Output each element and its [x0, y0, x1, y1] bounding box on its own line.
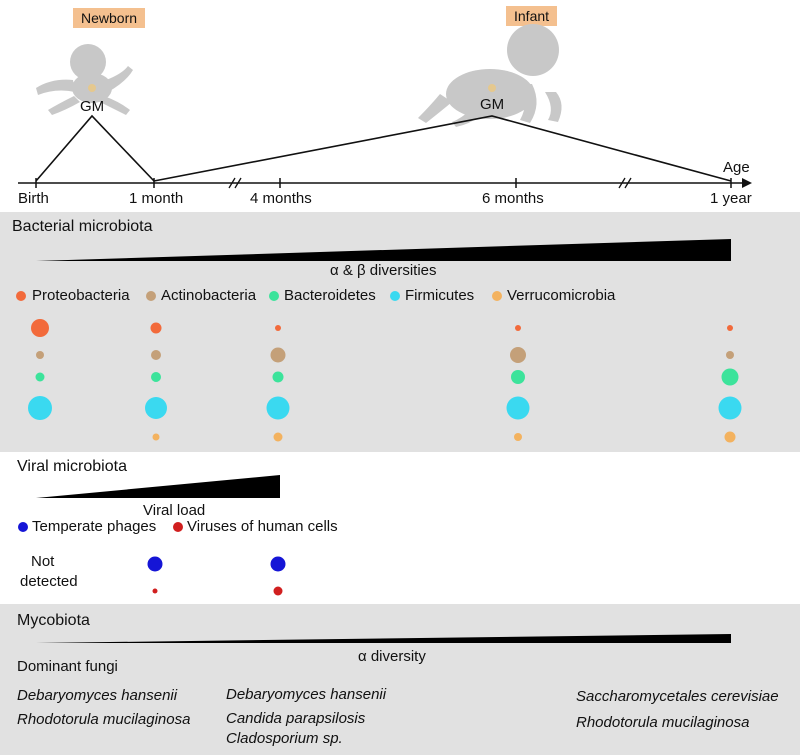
legend-verrucomicrobia: Verrucomicrobia	[507, 287, 616, 304]
tick-1-month: 1 month	[129, 190, 184, 207]
infant-tag: Infant	[506, 6, 558, 26]
bacterial-bubbles	[28, 319, 742, 443]
legend-dot-bacteroidetes	[269, 291, 279, 301]
tick-1-year: 1 year	[710, 190, 752, 207]
bubble-proteobacteria	[150, 322, 162, 334]
bubbles-4-months	[266, 325, 290, 442]
tick-6-months: 6 months	[482, 190, 544, 207]
axis-ticks	[35, 178, 732, 188]
infant-peak	[153, 115, 732, 182]
bubble-bacteroidetes	[721, 368, 739, 386]
infant-baby-icon	[418, 24, 562, 127]
bubble-actinobacteria	[510, 347, 526, 363]
gm-label-newborn: GM	[80, 98, 105, 115]
newborn-peak	[35, 114, 155, 182]
dominant-fungi-label: Dominant fungi	[17, 658, 118, 675]
viral-bubbles-1-month	[147, 556, 163, 594]
newborn-baby-icon	[36, 44, 133, 115]
bubble-temperate-phages	[147, 556, 163, 572]
bubble-firmicutes	[266, 396, 290, 420]
bubble-actinobacteria	[151, 350, 161, 360]
bubble-proteobacteria	[727, 325, 733, 331]
gm-label-infant: GM	[480, 96, 505, 113]
legend-bacteroidetes: Bacteroidetes	[284, 287, 376, 304]
bubble-human-viruses	[273, 586, 283, 596]
legend-proteobacteria: Proteobacteria	[32, 287, 130, 304]
newborn-tag: Newborn	[73, 8, 146, 28]
age-axis-label: Age	[723, 159, 750, 176]
legend-firmicutes: Firmicutes	[405, 287, 475, 304]
bubble-verrucomicrobia	[152, 433, 160, 441]
legend-human-viruses: Viruses of human cells	[187, 518, 338, 535]
infant-gm-icon	[488, 84, 496, 92]
fungi-col3-1: Saccharomycetales cerevisiae	[576, 688, 779, 705]
bubble-actinobacteria	[270, 347, 286, 363]
bubble-bacteroidetes	[272, 371, 284, 383]
bubble-bacteroidetes	[151, 372, 161, 382]
bubble-human-viruses	[152, 588, 158, 594]
legend-dot-firmicutes	[390, 291, 400, 301]
bacterial-gradient-label: α & β diversities	[330, 262, 437, 279]
legend-dot-human-viruses	[173, 522, 183, 532]
bubbles-birth	[28, 319, 52, 420]
viral-bubbles	[147, 556, 286, 596]
bacterial-legend: Proteobacteria Actinobacteria Bacteroide…	[0, 287, 800, 307]
myco-gradient-label: α diversity	[358, 648, 426, 665]
bacterial-title: Bacterial microbiota	[12, 218, 153, 235]
viral-legend: Temperate phages Viruses of human cells	[0, 518, 800, 538]
axis-break-2	[618, 177, 632, 189]
bubble-firmicutes	[718, 396, 742, 420]
bubble-proteobacteria	[275, 325, 281, 331]
newborn-gm-icon	[88, 84, 96, 92]
legend-dot-actinobacteria	[146, 291, 156, 301]
viral-bubbles-4-months	[270, 556, 286, 596]
bubbles-1-year	[718, 325, 742, 443]
viral-load-wedge	[36, 475, 280, 498]
legend-dot-proteobacteria	[16, 291, 26, 301]
legend-temperate-phages: Temperate phages	[32, 518, 157, 535]
bubble-bacteroidetes	[511, 370, 525, 384]
bubble-actinobacteria	[36, 351, 44, 359]
bubbles-6-months	[506, 325, 530, 441]
timeline-diagram	[18, 24, 752, 189]
tick-birth: Birth	[18, 190, 49, 207]
axis-arrow	[742, 178, 752, 188]
axis-break-1	[228, 177, 242, 189]
legend-dot-temperate-phages	[18, 522, 28, 532]
bubble-proteobacteria	[515, 325, 521, 331]
fungi-col1-2: Rhodotorula mucilaginosa	[17, 711, 191, 728]
mycobiota-title: Mycobiota	[17, 612, 90, 629]
fungi-col2-1: Debaryomyces hansenii	[226, 686, 387, 703]
bubble-bacteroidetes	[35, 372, 45, 382]
tick-4-months: 4 months	[250, 190, 312, 207]
bubble-verrucomicrobia	[273, 432, 283, 442]
not-detected-line-1: Not	[31, 553, 55, 570]
legend-dot-verrucomicrobia	[492, 291, 502, 301]
bubble-firmicutes	[28, 396, 52, 420]
fungi-col1-1: Debaryomyces hansenii	[17, 687, 178, 704]
bubble-actinobacteria	[726, 351, 734, 359]
bubble-temperate-phages	[270, 556, 286, 572]
viral-title: Viral microbiota	[17, 458, 127, 475]
fungi-col2-2: Candida parapsilosis	[226, 710, 366, 727]
bubble-verrucomicrobia	[724, 431, 736, 443]
bubble-firmicutes	[506, 396, 530, 420]
not-detected-line-2: detected	[20, 573, 78, 590]
bubble-firmicutes	[145, 397, 167, 419]
fungi-col3-2: Rhodotorula mucilaginosa	[576, 714, 750, 731]
viral-gradient-label: Viral load	[143, 502, 206, 519]
bacterial-diversity-wedge	[36, 239, 731, 261]
bubbles-1-month	[145, 322, 167, 441]
legend-actinobacteria: Actinobacteria	[161, 287, 257, 304]
myco-diversity-wedge	[36, 634, 731, 643]
bubble-verrucomicrobia	[514, 433, 522, 441]
bubble-proteobacteria	[31, 319, 49, 337]
mycobiota-section-bg	[0, 604, 800, 755]
fungi-col2-3: Cladosporium sp.	[226, 730, 343, 747]
